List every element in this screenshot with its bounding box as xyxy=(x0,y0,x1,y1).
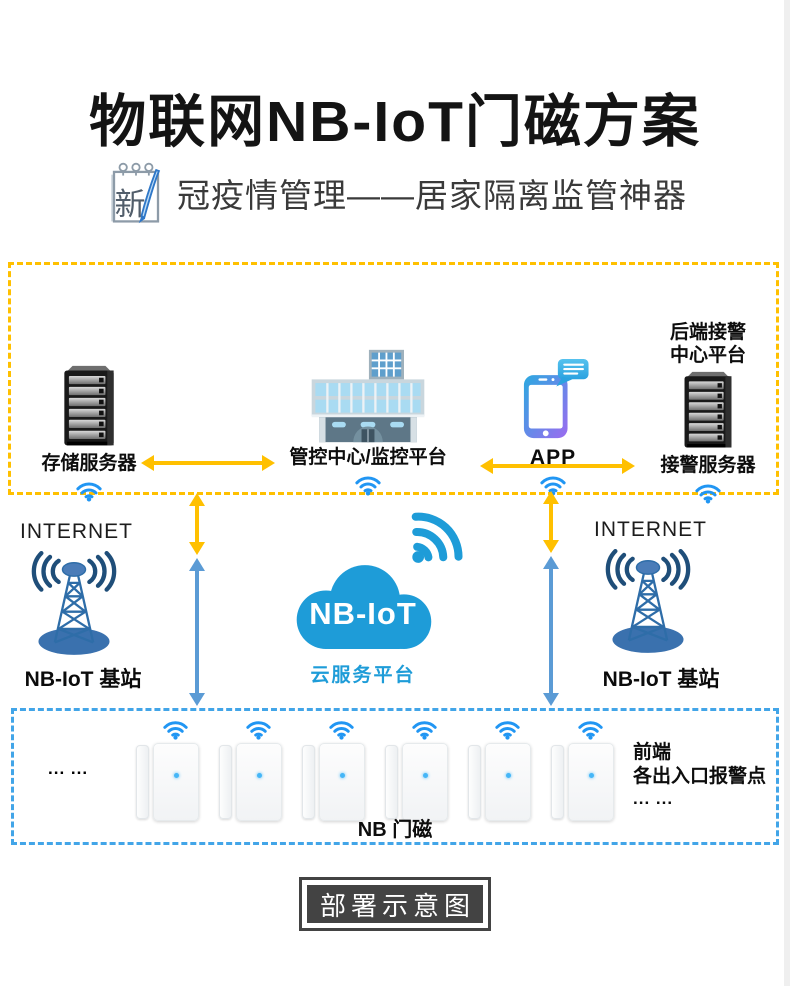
door-sensor xyxy=(468,743,532,821)
wifi-icon xyxy=(494,717,521,740)
frontend-note-line3: ... ... xyxy=(633,789,674,808)
ellipsis-left: ... ... xyxy=(48,759,89,778)
arrow-shaft xyxy=(548,501,554,543)
wifi-icon xyxy=(577,717,604,740)
sensor-row xyxy=(14,711,776,842)
door-sensor-body xyxy=(485,743,531,821)
wifi-icon xyxy=(162,717,189,740)
door-sensor xyxy=(302,743,366,821)
wifi-icon xyxy=(411,717,438,740)
storage-server-node: 存储服务器 xyxy=(19,365,159,502)
deployment-caption-text: 部署示意图 xyxy=(319,890,475,921)
arrow-shaft xyxy=(194,568,200,696)
cloud-name: NB-IoT xyxy=(309,596,417,631)
door-sensor-body xyxy=(402,743,448,821)
wifi-icon xyxy=(245,717,272,740)
server-icon xyxy=(679,371,737,451)
platform-layer-box: 存储服务器 管控中心/监控平台 APP 后端接警 中心平台 接警服务器 xyxy=(8,262,779,495)
led-indicator xyxy=(505,773,511,778)
app-node: APP xyxy=(473,359,633,496)
door-sensor-magnet xyxy=(302,745,315,819)
arrow-network-left xyxy=(188,558,206,706)
base-station-icon-left xyxy=(26,548,122,660)
wifi-icon xyxy=(328,717,355,740)
door-sensor-magnet xyxy=(385,745,398,819)
alarm-caption-line2: 中心平台 xyxy=(669,345,746,366)
alarm-center-caption: 后端接警 中心平台 xyxy=(670,321,746,367)
led-indicator xyxy=(256,773,262,778)
door-sensor xyxy=(136,743,200,821)
internet-label-right: INTERNET xyxy=(594,518,707,541)
arrow-platform-left xyxy=(188,493,206,555)
arrow-shaft xyxy=(490,463,625,469)
base-station-label-left: NB-IoT 基站 xyxy=(24,668,142,691)
door-sensor-magnet xyxy=(136,745,149,819)
door-sensor xyxy=(385,743,449,821)
arrow-control-app xyxy=(480,457,635,475)
base-station-label-right: NB-IoT 基站 xyxy=(602,668,720,691)
door-sensor-magnet xyxy=(551,745,564,819)
frontend-layer-box: ... ... xyxy=(11,708,779,845)
door-sensor-body xyxy=(236,743,282,821)
led-indicator xyxy=(588,773,594,778)
wifi-icon xyxy=(694,480,722,504)
storage-server-label: 存储服务器 xyxy=(41,453,137,474)
alarm-server-node: 后端接警 中心平台 接警服务器 xyxy=(633,321,783,504)
frontend-note-line2: 各出入口报警点 xyxy=(633,766,767,787)
internet-label-left: INTERNET xyxy=(20,520,133,543)
door-sensor xyxy=(551,743,615,821)
led-indicator xyxy=(422,773,428,778)
page-title: 物联网NB-IoT门磁方案 xyxy=(89,90,701,154)
arrow-platform-right xyxy=(542,491,560,553)
door-sensor-body xyxy=(153,743,199,821)
arrow-network-right xyxy=(542,556,560,706)
building-icon xyxy=(308,349,428,443)
subtitle-row: 新 冠疫情管理——居家隔离监管神器 xyxy=(0,158,790,228)
frontend-note-line1: 前端 xyxy=(633,742,672,763)
new-badge-char: 新 xyxy=(114,187,146,222)
door-sensor-body xyxy=(319,743,365,821)
nb-door-sensor-label: NB 门磁 xyxy=(357,819,433,841)
alarm-server-label: 接警服务器 xyxy=(660,455,756,476)
control-center-label: 管控中心/监控平台 xyxy=(289,447,447,468)
arrow-storage-control xyxy=(141,454,275,472)
door-sensor xyxy=(219,743,283,821)
led-indicator xyxy=(173,773,179,778)
subtitle-text: 冠疫情管理——居家隔离监管神器 xyxy=(177,177,687,214)
wifi-icon xyxy=(75,478,103,502)
arrow-shaft xyxy=(548,566,554,696)
cloud-caption: 云服务平台 xyxy=(310,665,416,686)
alarm-caption-line1: 后端接警 xyxy=(669,322,746,343)
deployment-caption-box: 部署示意图 xyxy=(299,877,491,931)
base-station-icon-right xyxy=(600,546,696,658)
app-label: APP xyxy=(529,446,577,469)
new-badge: 新 xyxy=(103,158,169,228)
arrow-shaft xyxy=(151,460,265,466)
door-sensor-body xyxy=(568,743,614,821)
phone-app-icon xyxy=(510,359,596,443)
arrow-shaft xyxy=(194,503,200,545)
wifi-icon xyxy=(354,472,382,496)
page-edge xyxy=(784,0,790,986)
cloud-icon xyxy=(296,565,432,649)
door-sensor-magnet xyxy=(468,745,481,819)
door-sensor-magnet xyxy=(219,745,232,819)
led-indicator xyxy=(339,773,345,778)
control-center-node: 管控中心/监控平台 xyxy=(273,349,463,496)
server-icon xyxy=(59,365,119,449)
